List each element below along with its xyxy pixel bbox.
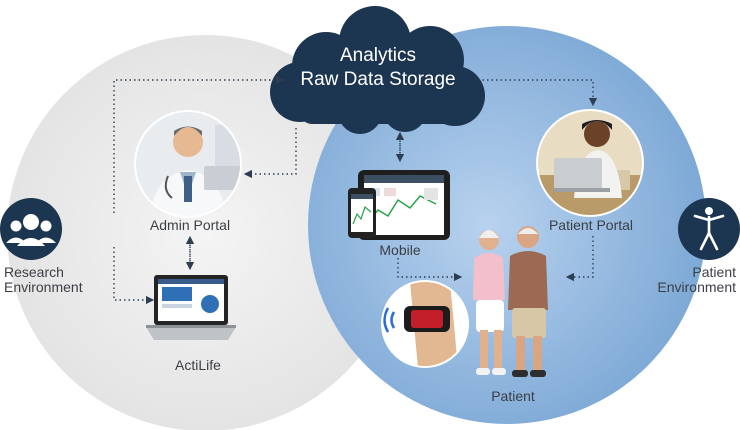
patient-label: Patient xyxy=(491,388,535,404)
research-env-line2: Environment xyxy=(4,279,83,295)
connectors xyxy=(113,75,598,305)
patient-environment-label: Patient Environment xyxy=(650,265,736,295)
patient-env-line2: Environment xyxy=(657,279,736,295)
mobile-label: Mobile xyxy=(379,242,421,258)
research-environment-circle xyxy=(7,35,403,430)
mobile-devices-illustration xyxy=(348,170,450,240)
patient-env-line1: Patient xyxy=(692,264,736,280)
research-team-icon xyxy=(0,198,62,260)
person-figure-icon xyxy=(678,198,740,260)
actilife-laptop-illustration xyxy=(146,275,236,340)
analytics-cloud-label: Analytics Raw Data Storage xyxy=(292,44,464,92)
analytics-cloud xyxy=(270,6,485,134)
admin-portal-photo xyxy=(134,110,242,218)
wrist-sensor-photo xyxy=(381,280,469,368)
patient-couple-illustration xyxy=(473,226,548,377)
cloud-title-line1: Analytics xyxy=(339,45,417,66)
cloud-title-line2: Raw Data Storage xyxy=(300,69,456,90)
research-environment-label: Research Environment xyxy=(4,265,83,295)
patient-portal-label: Patient Portal xyxy=(548,217,634,233)
research-env-line1: Research xyxy=(4,264,64,280)
actilife-label: ActiLife xyxy=(175,357,221,373)
admin-portal-label: Admin Portal xyxy=(149,217,231,233)
